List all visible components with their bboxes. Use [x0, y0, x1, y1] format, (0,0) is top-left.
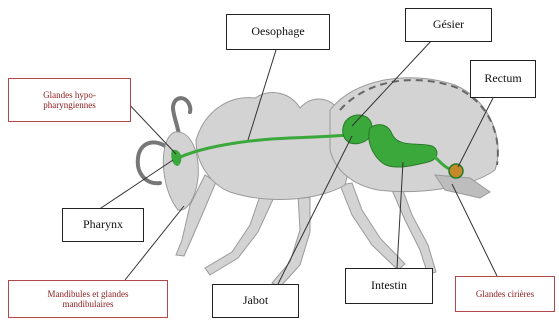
- leader-glandes-cirieres: [452, 184, 497, 276]
- label-rectum: Rectum: [470, 60, 536, 98]
- bee-body: [163, 78, 498, 210]
- label-intestin: Intestin: [345, 268, 433, 304]
- crop: [343, 115, 372, 144]
- head: [163, 132, 198, 210]
- label-glandes-cirieres: Glandes cirières: [455, 276, 555, 312]
- label-jabot: Jabot: [212, 284, 299, 318]
- label-oesophage: Oesophage: [226, 14, 330, 50]
- label-pharynx: Pharynx: [62, 208, 144, 242]
- wax-gland-plate: [435, 175, 490, 198]
- leg-middle-2: [272, 195, 310, 287]
- label-glandes-hypopharyngiennes: Glandes hypo- pharyngiennes: [8, 78, 131, 122]
- leader-pharynx: [98, 160, 173, 210]
- leg-middle: [205, 190, 275, 275]
- label-mandibules: Mandibules et glandes mandibulaires: [8, 280, 168, 318]
- leader-glandes-hypo: [125, 100, 176, 154]
- label-gesier: Gésier: [405, 8, 492, 42]
- rectum-sac: [449, 164, 463, 178]
